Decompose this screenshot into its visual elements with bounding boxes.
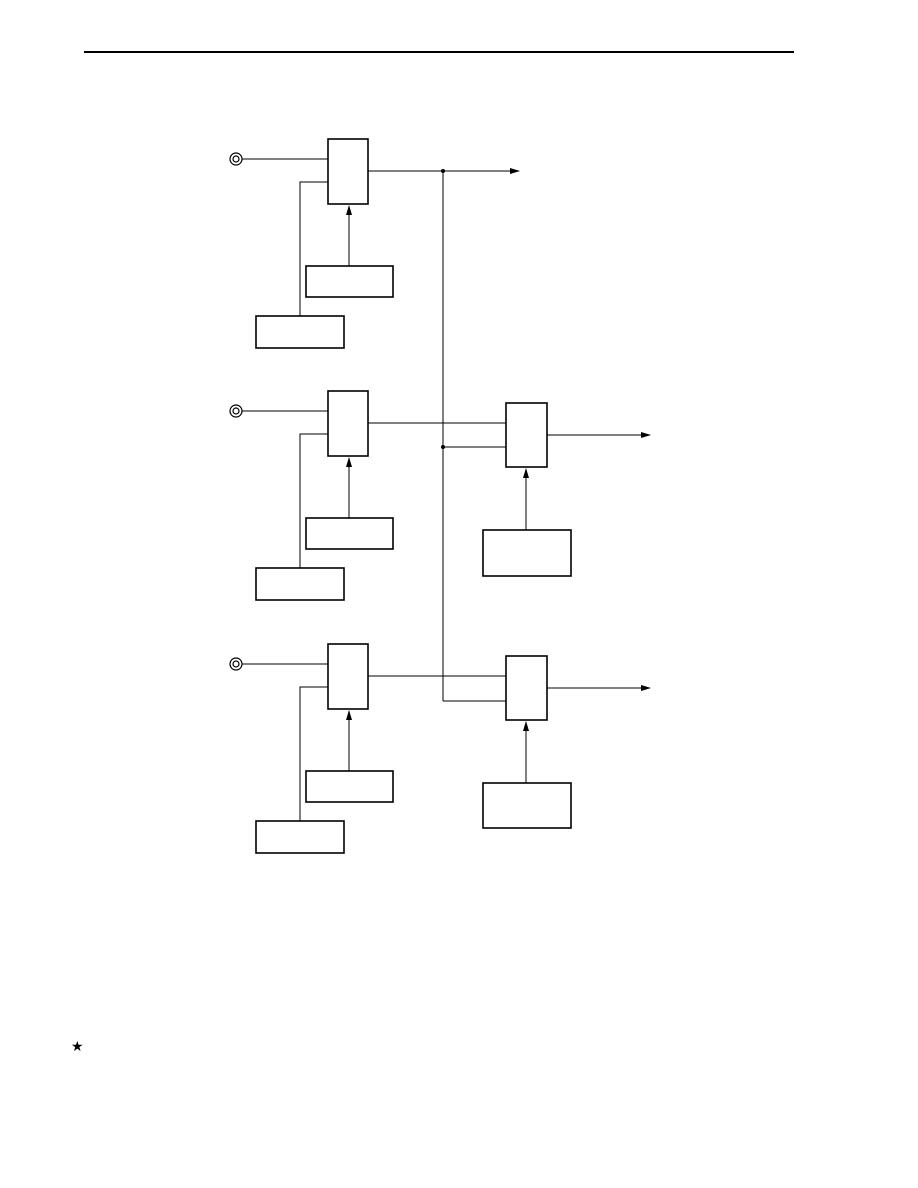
combiner-2-control-box — [482, 782, 572, 829]
channel-3 — [229, 643, 506, 854]
header-rule — [84, 51, 794, 53]
channel-1 — [229, 138, 520, 349]
lower-box-1-feed — [299, 181, 328, 316]
bus — [441, 169, 445, 701]
lower-box-1 — [255, 315, 345, 349]
input-terminal-3-icon — [229, 657, 243, 671]
combiner-block-2 — [505, 655, 548, 721]
lower-box-3-feed — [299, 686, 328, 821]
lower-box-3 — [255, 820, 345, 854]
block-3 — [327, 643, 369, 710]
junction-dot-1 — [441, 169, 445, 173]
lower-box-2 — [255, 567, 345, 601]
upper-box-1 — [305, 265, 394, 298]
block-2 — [327, 390, 369, 457]
star-icon: ★ — [71, 1038, 84, 1054]
input-terminal-2-icon — [229, 404, 243, 418]
upper-box-2 — [305, 517, 394, 550]
lower-box-2-feed — [299, 433, 328, 568]
upper-box-3 — [305, 770, 394, 803]
combiner-1 — [443, 402, 651, 577]
channel-2 — [229, 390, 506, 601]
combiner-block-1 — [505, 402, 548, 468]
combiner-2 — [443, 655, 651, 829]
combiner-1-control-box — [482, 529, 572, 577]
input-terminal-1-icon — [229, 152, 243, 166]
block-1 — [327, 138, 369, 205]
